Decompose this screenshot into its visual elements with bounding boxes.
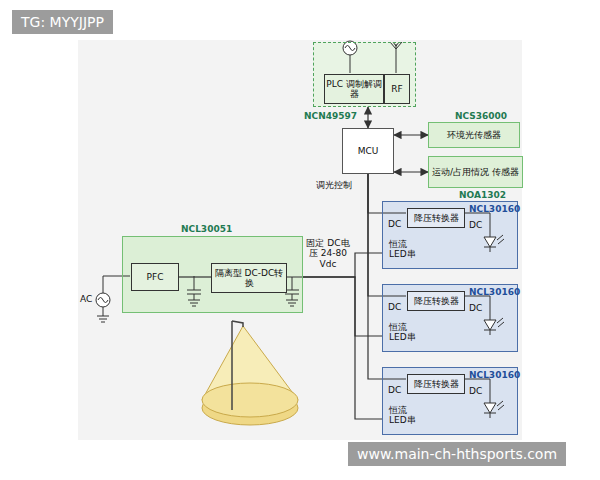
part-number: NCL30160 xyxy=(469,370,520,380)
process-box: 降压转换器 xyxy=(407,374,465,394)
box-text: 环境光传感器 xyxy=(447,130,501,140)
box-text: 运动/占用情况 传感器 xyxy=(432,167,519,177)
data-arrow xyxy=(394,134,428,135)
process-box: PLC 调制解调器 xyxy=(324,74,384,104)
wire xyxy=(368,174,382,296)
part-number: NCS36000 xyxy=(455,111,507,121)
data-arrow xyxy=(394,171,428,172)
lamp-pole xyxy=(231,321,233,410)
sensor-box: 运动/占用情况 传感器NOA1302 xyxy=(428,156,523,188)
box-text: DC xyxy=(469,303,482,313)
part-number: NOA1302 xyxy=(459,190,506,200)
driver-group: NCL30160DC DC 恒流 LED串 降压转换器 xyxy=(382,201,518,269)
process-box: PFC xyxy=(131,263,179,291)
box-text: DC xyxy=(388,302,401,312)
wire xyxy=(368,174,382,379)
part-number: NCL30160 xyxy=(469,204,520,214)
process-box: 降压转换器 xyxy=(407,208,465,228)
box-text: 降压转换器 xyxy=(414,296,459,306)
process-box: 隔离型 DC-DC转换 xyxy=(211,263,287,293)
box-text: 恒流 LED串 xyxy=(389,239,423,260)
box-text: DC xyxy=(388,385,401,395)
wire xyxy=(103,276,130,293)
driver-group: NCL30160DC DC 恒流 LED串 降压转换器 xyxy=(382,367,518,435)
sine-symbol xyxy=(98,298,108,303)
group-fill xyxy=(313,42,416,107)
watermark: TG: MYYJJPP xyxy=(12,10,113,34)
box-text: 恒流 LED串 xyxy=(389,405,423,426)
led-symbol xyxy=(484,403,496,413)
ground-symbol xyxy=(97,307,109,322)
box-text: DC xyxy=(469,386,482,396)
voltage-label: 固定 DC电压 24-80 Vdc xyxy=(305,238,351,269)
lamp-arm xyxy=(232,321,243,327)
signal-label: 调光控制 xyxy=(316,180,352,190)
led-symbol xyxy=(484,235,504,252)
ac-source-symbol xyxy=(343,41,357,55)
street-lamp xyxy=(202,321,298,425)
process-box: MCU xyxy=(342,128,394,174)
box-text: PFC xyxy=(147,272,164,282)
part-number: NCN49597 xyxy=(304,111,357,121)
led-symbol xyxy=(484,237,496,247)
module-group: NCL30051PFC隔离型 DC-DC转换 xyxy=(122,236,303,313)
box-text: 恒流 LED串 xyxy=(389,322,423,343)
source-label: AC xyxy=(80,294,92,304)
group-fill xyxy=(122,236,303,313)
box-text: 降压转换器 xyxy=(414,213,459,223)
wire xyxy=(368,174,382,213)
box-text: 降压转换器 xyxy=(414,379,459,389)
capacitor-symbol xyxy=(187,276,201,306)
box-text: 隔离型 DC-DC转换 xyxy=(212,268,286,289)
process-box: RF xyxy=(384,74,410,104)
wire xyxy=(350,55,351,73)
driver-group: NCL30160DC DC 恒流 LED串 降压转换器 xyxy=(382,284,518,352)
module-group: NCN49597PLC 调制解调器RF xyxy=(313,42,416,107)
watermark: www.main-ch-hthsports.com xyxy=(348,442,566,466)
box-text: MCU xyxy=(358,146,379,156)
capacitor-symbol xyxy=(285,277,299,306)
box-text: RF xyxy=(391,84,402,94)
part-number: NCL30051 xyxy=(181,224,232,234)
box-text: DC xyxy=(469,220,482,230)
box-text: PLC 调制解调器 xyxy=(325,79,383,100)
led-symbol xyxy=(484,401,504,418)
light-pool xyxy=(202,383,298,417)
led-symbol xyxy=(484,320,496,330)
diagram-ground xyxy=(78,40,522,440)
ac-source-symbol xyxy=(96,293,110,307)
led-symbol xyxy=(484,318,504,335)
antenna-symbol xyxy=(390,42,402,49)
wire xyxy=(303,277,382,336)
wire xyxy=(303,277,382,419)
process-box: 降压转换器 xyxy=(407,291,465,311)
box-text: DC xyxy=(388,219,401,229)
wire xyxy=(179,276,211,277)
part-number: NCL30160 xyxy=(469,287,520,297)
sensor-box: 环境光传感器NCS36000 xyxy=(428,122,520,148)
data-arrow xyxy=(367,107,368,128)
sine-symbol xyxy=(345,46,355,51)
